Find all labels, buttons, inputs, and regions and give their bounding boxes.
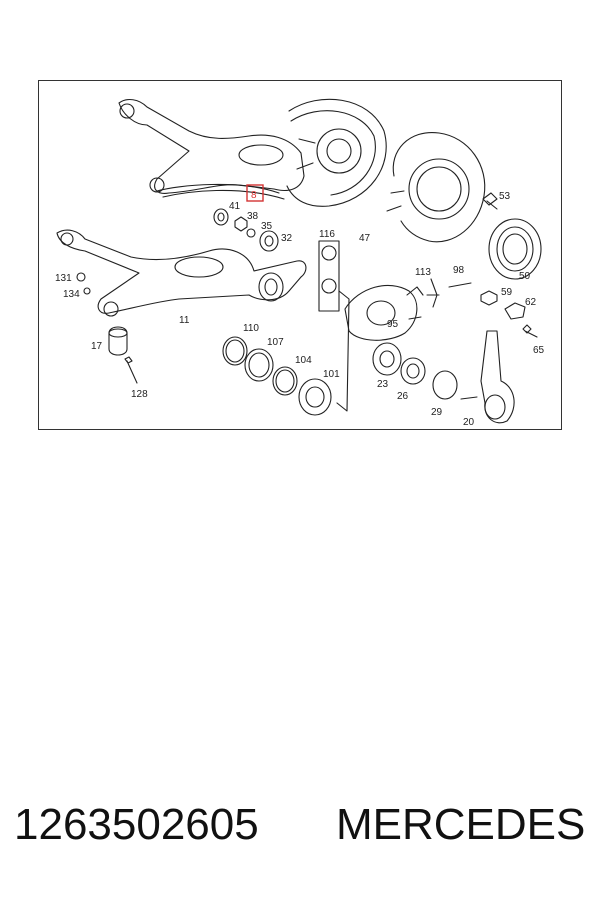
diagram-canvas: 8 41 38 35 32 116 47 53 113 98 50 131 13… — [55, 98, 545, 428]
label-128: 128 — [131, 389, 148, 400]
label-110: 110 — [243, 323, 259, 334]
label-26: 26 — [397, 391, 409, 402]
label-104: 104 — [295, 355, 312, 366]
label-59: 59 — [501, 287, 513, 298]
label-116: 116 — [319, 229, 335, 240]
label-23: 23 — [377, 379, 389, 390]
upper-trailing-arm — [118, 98, 305, 194]
label-17: 17 — [91, 341, 103, 352]
lower-control-arm — [56, 229, 307, 314]
label-53: 53 — [499, 191, 511, 202]
label-41: 41 — [229, 201, 241, 212]
footer: 1263502605 MERCEDES — [0, 800, 600, 870]
label-65: 65 — [533, 345, 545, 356]
backing-plate-47 — [392, 132, 486, 243]
highlight-box — [246, 184, 264, 202]
axle-flange-20 — [480, 330, 515, 424]
label-62: 62 — [525, 297, 537, 308]
dust-cover-50 — [488, 218, 542, 280]
label-98: 98 — [453, 265, 465, 276]
label-107: 107 — [267, 337, 284, 348]
bolt-128 — [124, 356, 138, 384]
mount-116 — [318, 240, 340, 312]
label-134: 134 — [63, 289, 80, 300]
label-35: 35 — [261, 221, 273, 232]
part-number: 1263502605 — [14, 800, 259, 849]
label-131: 131 — [55, 273, 72, 284]
label-20: 20 — [463, 417, 475, 428]
label-50: 50 — [519, 271, 531, 282]
label-101: 101 — [323, 369, 340, 380]
label-47: 47 — [359, 233, 371, 244]
parts-diagram: 8 41 38 35 32 116 47 53 113 98 50 131 13… — [38, 80, 562, 430]
label-38: 38 — [247, 211, 259, 222]
bolt-53 — [482, 192, 498, 210]
brand-name: MERCEDES — [336, 800, 586, 849]
backing-plate-rear — [286, 98, 387, 207]
hub-carrier-95 — [344, 284, 418, 341]
label-8: 8 — [251, 190, 257, 201]
label-95: 95 — [387, 319, 399, 330]
label-29: 29 — [431, 407, 443, 418]
mount-17 — [108, 326, 128, 356]
label-113: 113 — [415, 267, 431, 278]
label-32: 32 — [281, 233, 293, 244]
label-11: 11 — [179, 315, 190, 326]
